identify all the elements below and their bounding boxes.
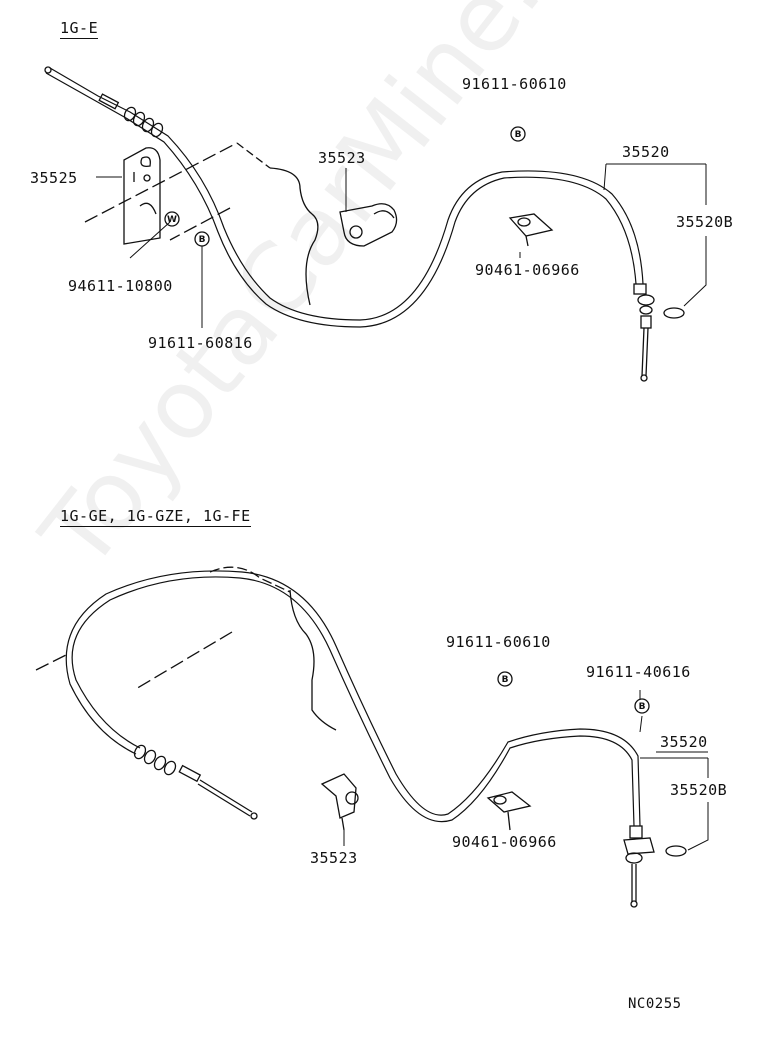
clip-90461-1 xyxy=(508,213,554,247)
part-label-94611-10800: 94611-10800 xyxy=(68,277,173,295)
part-label-90461-06966: 90461-06966 xyxy=(475,261,580,279)
part-label-35523: 35523 xyxy=(318,149,366,167)
badge-b-text: B xyxy=(639,702,646,712)
part-label-35520: 35520 xyxy=(622,143,670,161)
body-outline-1 xyxy=(84,142,319,306)
badge-w-text: W xyxy=(167,215,177,225)
badge-b-2b xyxy=(634,698,650,714)
leaders-1 xyxy=(96,163,707,328)
section-title-1g-ge: 1G-GE, 1G-GZE, 1G-FE xyxy=(60,507,251,527)
badge-b-text: B xyxy=(199,235,206,245)
part-label-91611-60816: 91611-60816 xyxy=(148,334,253,352)
bracket-35525 xyxy=(123,147,161,245)
body-outline-2 xyxy=(35,566,337,731)
badge-b-1b xyxy=(510,126,526,142)
section-title-1g-e: 1G-E xyxy=(60,19,99,39)
part-label-35520b: 35520B xyxy=(676,213,734,231)
part-label-35523: 35523 xyxy=(310,849,358,867)
badge-b-text: B xyxy=(515,130,522,140)
part-label-91611-60610: 91611-60610 xyxy=(446,633,551,651)
part-label-35520: 35520 xyxy=(660,733,708,751)
parking-brake-cable-1 xyxy=(44,66,685,382)
clamp-35523-2 xyxy=(320,773,359,831)
clip-90461-2 xyxy=(486,791,532,831)
badge-w-1 xyxy=(164,211,180,227)
part-label-91611-40616: 91611-40616 xyxy=(586,663,691,681)
clamp-35523-1 xyxy=(339,203,398,247)
badge-b-2a xyxy=(497,671,513,687)
badge-b-text: B xyxy=(502,675,509,685)
part-label-35525: 35525 xyxy=(30,169,78,187)
leaders-2 xyxy=(343,690,709,851)
reference-code: NC0255 xyxy=(628,996,682,1012)
badge-b-1a xyxy=(194,231,210,247)
part-label-90461-06966: 90461-06966 xyxy=(452,833,557,851)
part-label-35520b: 35520B xyxy=(670,781,728,799)
parking-brake-cable-2 xyxy=(65,570,687,908)
part-label-91611-60610: 91611-60610 xyxy=(462,75,567,93)
